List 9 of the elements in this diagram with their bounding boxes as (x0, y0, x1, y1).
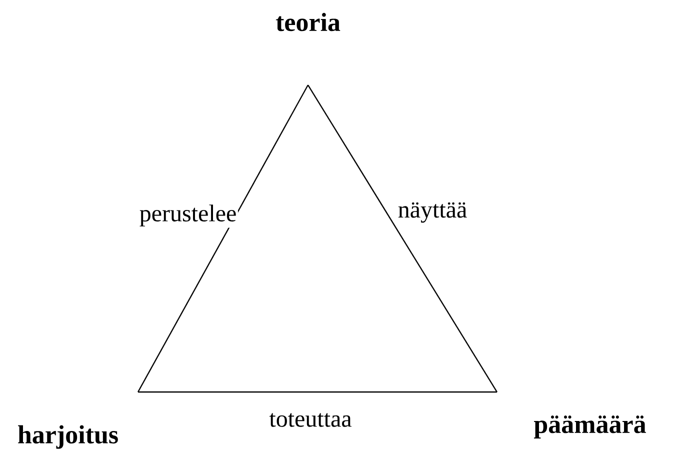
concept-label: päämäärä (534, 416, 646, 438)
triangle-side (308, 84, 498, 392)
triangle-side (137, 84, 309, 392)
edge-label: näyttää (396, 201, 468, 224)
edge-label: perustelee (138, 203, 238, 228)
concept-label: teoria (276, 12, 340, 32)
concept-label: harjoitus (18, 425, 118, 449)
edge-label: toteuttaa (268, 412, 354, 428)
triangle-side (138, 391, 497, 393)
